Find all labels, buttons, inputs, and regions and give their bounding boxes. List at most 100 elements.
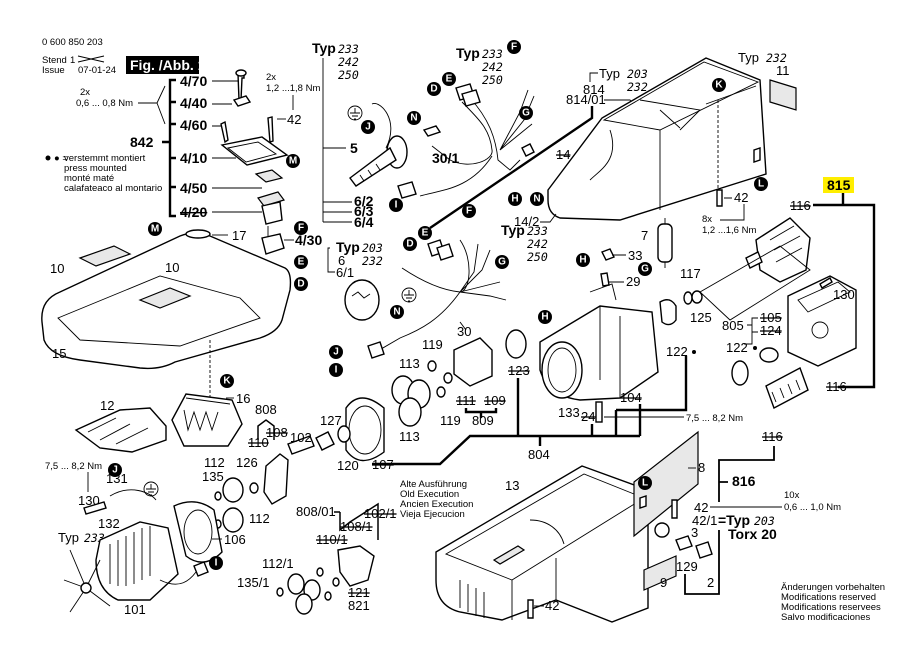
connector-bubble-D-switch: D bbox=[294, 277, 308, 291]
connector-bubble-L-housing: L bbox=[754, 177, 768, 191]
torque-10x-value: 0,6 ... 1,0 Nm bbox=[784, 502, 841, 513]
part-112-bottom: 112 bbox=[249, 511, 270, 526]
connector-bubble-N-housing: N bbox=[530, 192, 544, 206]
part-14-2: 14/2 bbox=[514, 214, 539, 229]
typ-harness-mid-right-2: 242 bbox=[527, 237, 548, 251]
svg-text:E: E bbox=[422, 228, 429, 239]
typ-label-11-word: Typ bbox=[738, 50, 759, 65]
press-mount-dot-icon bbox=[753, 346, 757, 350]
svg-text:F: F bbox=[466, 206, 472, 217]
part-12: 12 bbox=[100, 398, 114, 413]
part-102-1: 102/1 bbox=[364, 506, 397, 521]
connector-bubble-I-motor: I bbox=[209, 556, 223, 570]
torque-8x-count: 8x bbox=[702, 214, 712, 225]
connector-bubble-M-switch: M bbox=[286, 154, 300, 168]
part-111: 111 bbox=[456, 393, 476, 408]
part-16: 16 bbox=[236, 391, 250, 406]
old-execution-line-1: Alte Ausführung bbox=[400, 479, 467, 490]
torque-8x-value: 1,2 ...1,6 Nm bbox=[702, 225, 756, 236]
ground-symbol-icon bbox=[347, 105, 363, 121]
part-122-right: 122 bbox=[726, 340, 748, 355]
part-106: 106 bbox=[224, 532, 246, 547]
issue-label: Issue bbox=[42, 65, 65, 76]
svg-text:K: K bbox=[715, 80, 723, 91]
stand-crossed-mark bbox=[77, 55, 105, 63]
svg-text:E: E bbox=[446, 74, 453, 85]
part-116-top: 116 bbox=[790, 198, 811, 213]
svg-text:N: N bbox=[410, 113, 417, 124]
assembly-805: 805 bbox=[722, 318, 744, 333]
part-17: 17 bbox=[232, 228, 246, 243]
part-117: 117 bbox=[680, 266, 701, 281]
old-execution-line-2: Old Execution bbox=[400, 489, 459, 500]
assembly-814: 814 bbox=[583, 82, 605, 97]
old-execution-line-3: Ancien Execution bbox=[400, 499, 473, 510]
svg-text:N: N bbox=[533, 194, 540, 205]
housing-screw-drawing bbox=[716, 189, 723, 207]
typ-screw-42-1: 203 bbox=[754, 514, 775, 528]
part-42-bottom-right: 42 bbox=[694, 500, 708, 515]
part-3: 3 bbox=[691, 525, 698, 540]
assembly-804-bracket bbox=[372, 356, 688, 466]
svg-text:L: L bbox=[758, 179, 764, 190]
ground-symbol-lines bbox=[146, 484, 156, 496]
part-121: 121 bbox=[348, 585, 370, 600]
part-42-switch-screw: 42 bbox=[287, 112, 301, 127]
svg-text:F: F bbox=[511, 42, 517, 53]
part-10-center: 10 bbox=[165, 260, 179, 275]
typ-harness-mid-left-word: Typ bbox=[336, 239, 360, 255]
stand-label: Stend bbox=[42, 55, 67, 66]
base-tray-drawing bbox=[41, 229, 292, 420]
part-33: 33 bbox=[628, 248, 642, 263]
figure-title: Fig. /Abb. 1 bbox=[130, 57, 206, 73]
connector-bubble-H-mid: H bbox=[538, 310, 552, 324]
press-mount-line-1: verstemmt montiert bbox=[64, 153, 146, 164]
part-14-2-leader bbox=[540, 213, 557, 223]
figure-title-box bbox=[126, 56, 199, 74]
planet-gears-drawing bbox=[287, 337, 493, 462]
press-mount-dot-icon bbox=[45, 155, 51, 161]
press-mount-line-3: monté maté bbox=[64, 173, 114, 184]
part-6-4: 6/4 bbox=[354, 214, 374, 230]
part-4-60: 4/60 bbox=[180, 117, 207, 133]
connector-bubble-N-top: N bbox=[407, 111, 421, 125]
connector-bubble-K-tray: K bbox=[220, 374, 234, 388]
part-101: 101 bbox=[124, 602, 146, 617]
assembly-815-label: 815 bbox=[827, 177, 851, 193]
connector-bubble-I-top: I bbox=[389, 198, 403, 212]
part-109: 109 bbox=[484, 393, 506, 408]
part-42-1: 42/1 bbox=[692, 513, 717, 528]
part-108: 108 bbox=[266, 425, 288, 440]
typ-switch-wire-2: 242 bbox=[338, 55, 359, 69]
ground-symbol-lines bbox=[350, 108, 360, 120]
typ-harness-top-2: 242 bbox=[482, 60, 503, 74]
svg-text:M: M bbox=[151, 224, 159, 235]
part-29: 29 bbox=[626, 274, 640, 289]
part-110-1: 110/1 bbox=[316, 532, 348, 547]
housing-top-drawing bbox=[547, 57, 767, 221]
armature-815-drawing bbox=[699, 217, 857, 409]
ground-symbol-icon bbox=[143, 481, 159, 497]
torque-2x-08-leader bbox=[138, 85, 166, 125]
part-129: 129 bbox=[676, 559, 698, 574]
typ-motor-word: Typ bbox=[58, 530, 79, 545]
assembly-808-01-bracket bbox=[334, 502, 379, 540]
connector-bubble-K-housing: K bbox=[712, 78, 726, 92]
disclaimer-line-4: Salvo modificaciones bbox=[781, 612, 870, 623]
connector-29-drawing bbox=[600, 272, 610, 287]
assembly-816-bracket bbox=[684, 446, 775, 595]
typ-harness-top-word: Typ bbox=[456, 45, 480, 61]
svg-text:H: H bbox=[511, 194, 518, 205]
connector-bubble-E-switch: E bbox=[294, 255, 308, 269]
part-127: 127 bbox=[320, 413, 342, 428]
part-102: 102 bbox=[290, 430, 312, 445]
part-6-3: 6/3 bbox=[354, 203, 374, 219]
planet-carrier-old-drawing bbox=[276, 545, 375, 615]
connector-bubble-J-motor: J bbox=[108, 463, 122, 477]
connector-bubble-I-mid: I bbox=[329, 363, 343, 377]
part-11: 11 bbox=[776, 63, 790, 78]
part-108-1: 108/1 bbox=[340, 519, 373, 534]
connector-bubble-E-top: E bbox=[442, 72, 456, 86]
part-4-40: 4/40 bbox=[180, 95, 207, 111]
typ-housing-1: 203 bbox=[627, 67, 648, 81]
